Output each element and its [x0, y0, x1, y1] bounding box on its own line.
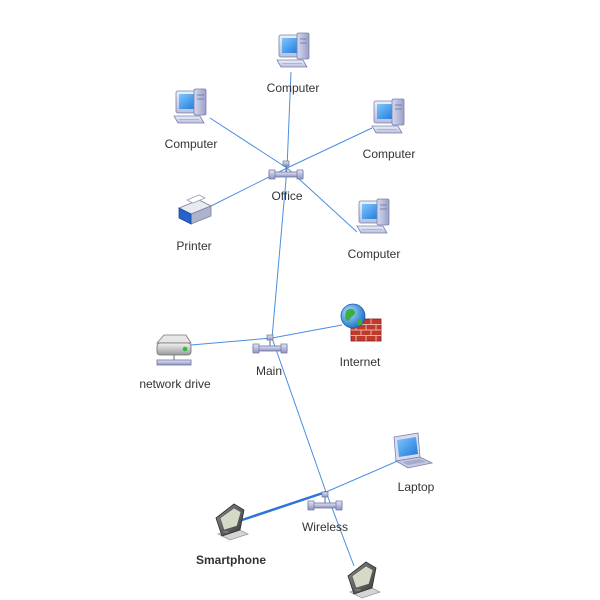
edge-office-main[interactable]	[271, 167, 288, 339]
printer-icon	[178, 194, 212, 225]
node-label: Internet	[340, 355, 381, 369]
desktop-computer-icon	[371, 98, 405, 134]
node-label: Computer	[165, 137, 218, 151]
node-label: Main	[256, 364, 282, 378]
computer-node-right[interactable]: Computer	[363, 98, 416, 161]
network-hub-icon	[268, 160, 304, 180]
node-label: Wireless	[302, 520, 348, 534]
internet-node[interactable]: Internet	[340, 303, 382, 369]
computer-node-bottom-right[interactable]: Computer	[348, 198, 401, 261]
edge-office-computer_top[interactable]	[286, 71, 292, 169]
node-label: Office	[271, 189, 302, 203]
laptop-icon	[393, 432, 433, 469]
desktop-computer-icon	[276, 32, 310, 68]
pda-icon	[215, 503, 249, 541]
laptop-node[interactable]: Laptop	[393, 432, 435, 494]
edge-office-computer_left[interactable]	[209, 117, 288, 169]
computer-node-left[interactable]: Computer	[165, 88, 218, 151]
network-hub-icon	[307, 491, 343, 511]
edge-main-internet[interactable]	[271, 324, 343, 339]
node-label: Computer	[348, 247, 401, 261]
node-label: Laptop	[398, 480, 435, 494]
desktop-computer-icon	[356, 198, 390, 234]
wireless-hub-node[interactable]: Wireless	[302, 491, 348, 534]
node-label: network drive	[139, 377, 211, 391]
network-drive-node[interactable]: network drive	[139, 334, 211, 391]
network-drive-icon	[156, 334, 192, 366]
node-label: Computer	[363, 147, 416, 161]
node-label: Printer	[176, 239, 211, 253]
edge-office-computer_right[interactable]	[286, 127, 373, 169]
firewall-globe-icon	[340, 303, 382, 342]
printer-node[interactable]: Printer	[176, 194, 212, 253]
edge-wireless-laptop[interactable]	[325, 459, 401, 493]
pda-icon	[347, 561, 381, 599]
office-hub-node[interactable]: Office	[268, 160, 304, 203]
edge-main-network_drive[interactable]	[190, 337, 273, 346]
smartphone-node[interactable]: Smartphone	[196, 503, 266, 567]
node-label: Computer	[267, 81, 320, 95]
computer-node-top[interactable]: Computer	[267, 32, 320, 95]
desktop-computer-icon	[173, 88, 207, 124]
pda-node-bottom[interactable]	[347, 561, 381, 599]
node-label: Smartphone	[196, 553, 266, 567]
main-hub-node[interactable]: Main	[252, 334, 288, 378]
network-hub-icon	[252, 334, 288, 354]
edge-main-wireless[interactable]	[271, 337, 327, 493]
edge-wireless-smartphone[interactable]	[241, 490, 327, 522]
